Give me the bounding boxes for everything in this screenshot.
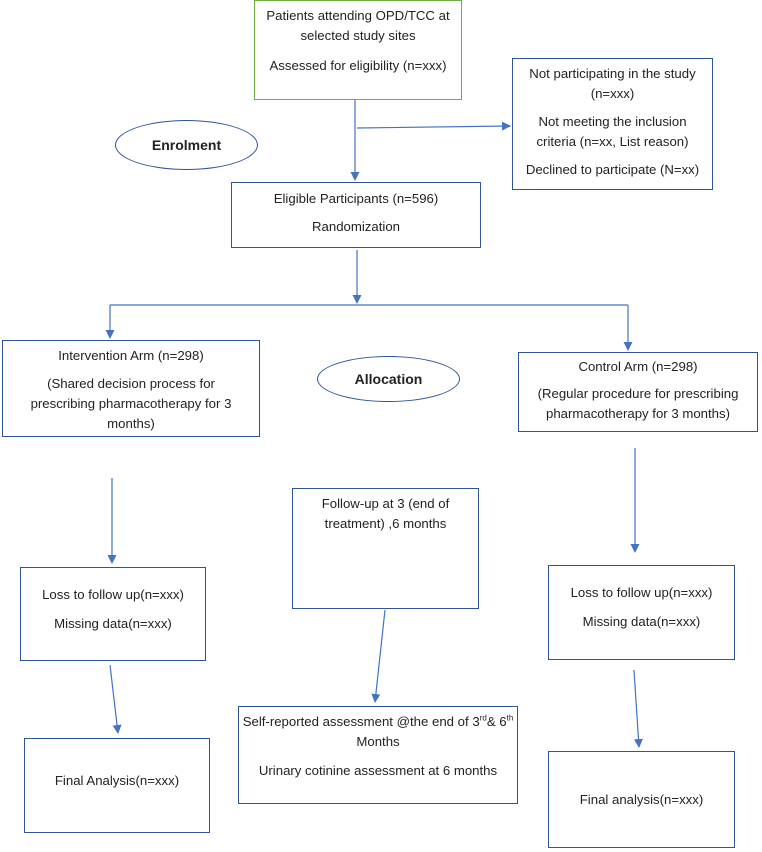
arrow-followup-to-assessment [371, 609, 386, 703]
followup-line2: treatment) ,6 months [324, 516, 447, 531]
loss-left-line1: Loss to follow up(n=xxx) [42, 587, 184, 602]
allocation-label: Allocation [354, 371, 423, 387]
loss-left-line2: Missing data(n=xxx) [54, 616, 172, 631]
self-report-line1-b: & 6 [486, 714, 507, 729]
excluded-line5: Declined to participate (N=xx) [525, 162, 700, 177]
self-report-line1-a: Self-reported assessment @the end of 3 [242, 714, 480, 729]
intervention-line1: Intervention Arm (n=298) [58, 348, 204, 363]
final-left-box: Final Analysis(n=xxx) [24, 738, 210, 833]
eligible-box: Eligible Participants (n=596) Randomizat… [231, 182, 481, 248]
excluded-line2: (n=xxx) [590, 86, 635, 101]
self-report-sup-rd: rd [479, 713, 487, 723]
self-report-line2: Months [356, 734, 400, 749]
enrolment-ellipse: Enrolment [115, 120, 258, 170]
eligible-line1: Eligible Participants (n=596) [273, 191, 439, 206]
self-report-box: Self-reported assessment @the end of 3rd… [238, 706, 518, 804]
intervention-line4: months) [107, 416, 155, 431]
self-report-line3: Urinary cotinine assessment at 6 months [258, 763, 498, 778]
final-right-box: Final analysis(n=xxx) [548, 751, 735, 848]
control-box: Control Arm (n=298) (Regular procedure f… [518, 352, 758, 432]
control-line1: Control Arm (n=298) [578, 359, 698, 374]
eligible-line2: Randomization [312, 219, 400, 234]
final-right-label: Final analysis(n=xxx) [579, 792, 704, 807]
loss-right-box: Loss to follow up(n=xxx) Missing data(n=… [548, 565, 735, 660]
screening-line3: Assessed for eligibility (n=xxx) [269, 58, 447, 73]
excluded-line1: Not participating in the study [529, 66, 696, 81]
loss-right-line1: Loss to follow up(n=xxx) [570, 585, 713, 600]
excluded-box: Not participating in the study (n=xxx) N… [512, 58, 713, 190]
loss-right-line2: Missing data(n=xxx) [582, 614, 701, 629]
intervention-line3: prescribing pharmacotherapy for 3 [30, 396, 232, 411]
final-left-label: Final Analysis(n=xxx) [54, 773, 180, 788]
self-report-sup-th: th [506, 713, 514, 723]
screening-box: Patients attending OPD/TCC at selected s… [254, 0, 462, 100]
screening-line2: selected study sites [300, 28, 416, 43]
followup-box: Follow-up at 3 (end of treatment) ,6 mon… [292, 488, 479, 609]
excluded-line3: Not meeting the inclusion [538, 114, 687, 129]
screening-line1: Patients attending OPD/TCC at [266, 8, 450, 23]
control-line2: (Regular procedure for prescribing [537, 386, 739, 401]
arrow-loss-to-final-right [633, 669, 643, 748]
intervention-line2: (Shared decision process for [47, 376, 215, 391]
enrolment-label: Enrolment [151, 137, 222, 153]
loss-left-box: Loss to follow up(n=xxx) Missing data(n=… [20, 567, 206, 661]
followup-line1: Follow-up at 3 (end of [321, 496, 450, 511]
self-report-line1: Self-reported assessment @the end of 3rd… [239, 712, 517, 732]
allocation-ellipse: Allocation [317, 356, 460, 402]
arrow-loss-to-final-left [109, 664, 122, 734]
intervention-box: Intervention Arm (n=298) (Shared decisio… [2, 340, 260, 437]
excluded-line4: criteria (n=xx, List reason) [536, 134, 689, 149]
control-line3: pharmacotherapy for 3 months) [546, 406, 730, 421]
arrow-to-excluded [356, 121, 511, 131]
